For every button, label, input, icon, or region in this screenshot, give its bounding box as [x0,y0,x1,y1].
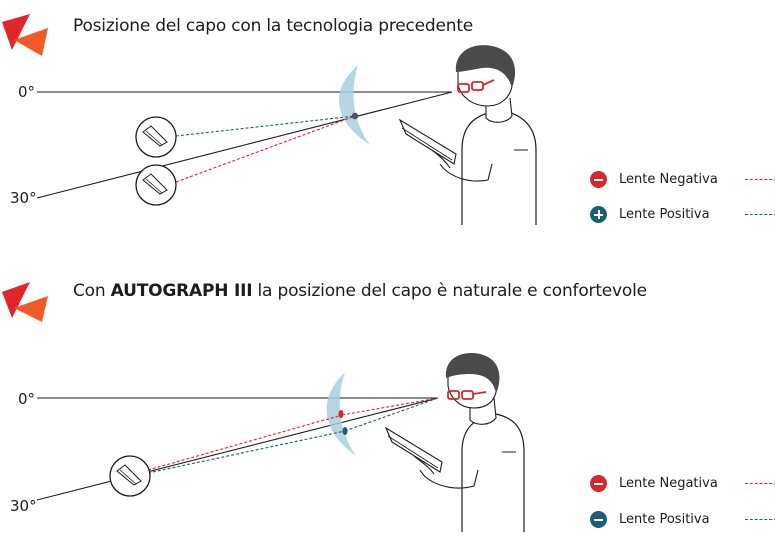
angle-label-0: 0° [18,83,36,101]
lens-point-positive [342,427,348,435]
ray-positive [175,115,356,137]
product-name: AUTOGRAPH III [110,281,253,301]
dashed-line-icon [745,519,775,520]
view-circle-lower [135,164,177,206]
reader-figure-icon [384,353,525,532]
dashed-line-icon [745,214,775,215]
title-text: Con [73,281,111,301]
line-30-degrees [36,397,439,501]
minus-icon [590,511,607,528]
angle-label-30: 30° [10,189,37,207]
view-circle [109,455,151,497]
brand-logo-icon [2,14,48,56]
panel-autograph: Con AUTOGRAPH III la posizione del capo … [0,270,775,542]
dashed-line-icon [745,483,775,484]
lens-point-negative [338,410,344,418]
ray-positive [147,430,346,474]
legend-item-positive: Lente Positiva [590,511,775,528]
legend-label: Lente Positiva [619,207,710,222]
legend-item-positive: Lente Positiva [590,206,775,223]
line-30-degrees [36,91,453,199]
legend-item-negative: Lente Negativa [590,171,775,188]
brand-logo-icon [2,282,48,322]
panel-title: Posizione del capo con la tecnologia pre… [73,16,473,36]
ray-negative [175,115,356,183]
diagram-previous [2,14,537,225]
minus-icon [590,475,607,492]
plus-icon [590,206,607,223]
view-circle-upper [135,116,177,158]
ray-negative-to-eye [341,397,439,416]
legend-item-negative: Lente Negativa [590,475,775,492]
lens-shape [326,372,356,456]
panel-previous-technology: Posizione del capo con la tecnologia pre… [0,0,775,260]
dashed-line-icon [745,179,775,180]
legend-label: Lente Negativa [619,476,718,491]
reader-figure-icon [398,45,537,225]
diagram-autograph [2,282,525,532]
angle-label-0: 0° [18,390,36,408]
panel-title: Con AUTOGRAPH III la posizione del capo … [73,281,647,301]
title-text: Posizione del capo con la tecnologia pre… [73,16,474,36]
legend-label: Lente Positiva [619,512,710,527]
lens-shape [338,65,370,145]
ray-negative [147,414,343,471]
angle-label-30: 30° [10,497,37,515]
title-text-rest: la posizione del capo è naturale e confo… [252,281,648,301]
ray-positive-to-eye [344,397,439,432]
legend-label: Lente Negativa [619,172,718,187]
minus-icon [590,171,607,188]
